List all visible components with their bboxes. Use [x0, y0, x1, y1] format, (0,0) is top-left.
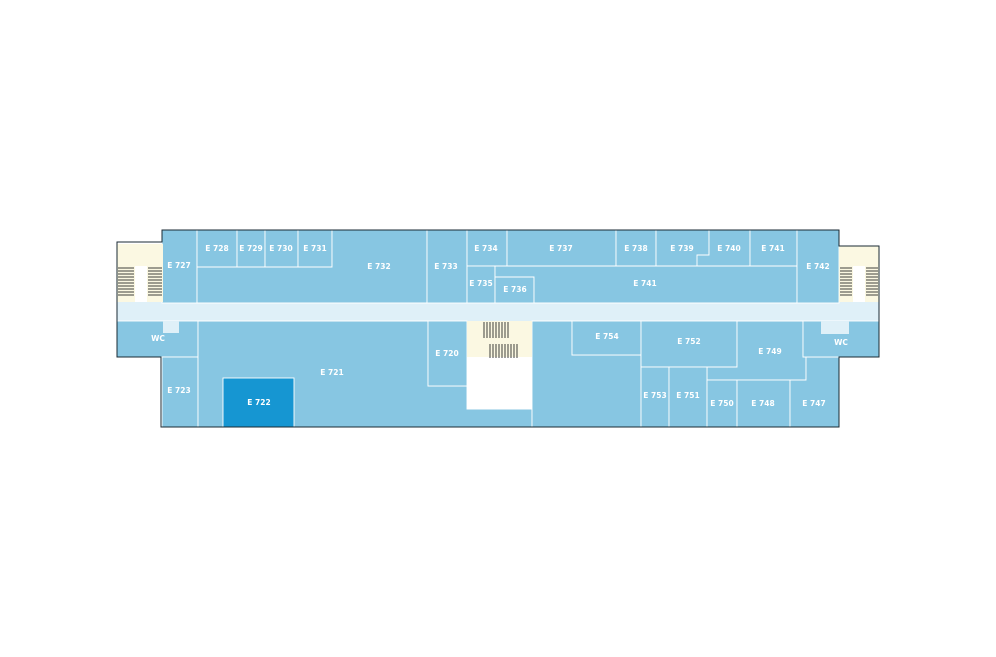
corridor-notch-left	[163, 321, 179, 333]
stairwell-left-void	[135, 266, 147, 302]
room-e742[interactable]	[796, 229, 840, 304]
stairs-center-icon	[483, 322, 518, 358]
room-e738[interactable]	[615, 229, 657, 267]
room-e731[interactable]	[297, 229, 333, 268]
room-wc-left[interactable]	[116, 320, 199, 358]
stairwell-center-void	[467, 357, 532, 409]
room-e728[interactable]	[196, 229, 238, 268]
room-e730[interactable]	[264, 229, 299, 268]
stairs-left-icon	[118, 267, 162, 296]
room-e734[interactable]	[466, 229, 508, 267]
building-outline	[116, 229, 880, 428]
room-e752[interactable]	[640, 320, 738, 368]
room-e741-top[interactable]	[749, 229, 798, 267]
room-e720[interactable]	[427, 320, 468, 387]
room-e751[interactable]	[668, 366, 708, 428]
room-e737[interactable]	[506, 229, 617, 267]
stairs-right-icon	[840, 267, 878, 296]
room-e733[interactable]	[426, 229, 468, 304]
stairwell-right-void	[853, 266, 865, 302]
room-e722[interactable]	[222, 377, 295, 428]
room-e735[interactable]	[466, 265, 496, 304]
room-e723[interactable]	[161, 356, 199, 428]
room-e736[interactable]	[494, 276, 535, 304]
corridor-notch-right	[821, 321, 849, 334]
corridor	[117, 302, 879, 321]
room-e748[interactable]	[736, 379, 791, 428]
room-e727[interactable]	[161, 229, 198, 304]
room-e753[interactable]	[640, 366, 670, 428]
room-e750[interactable]	[706, 379, 738, 428]
room-e729[interactable]	[236, 229, 266, 268]
room-e741[interactable]	[494, 265, 798, 304]
room-e754[interactable]	[571, 320, 642, 356]
stairwell-center	[467, 321, 532, 357]
